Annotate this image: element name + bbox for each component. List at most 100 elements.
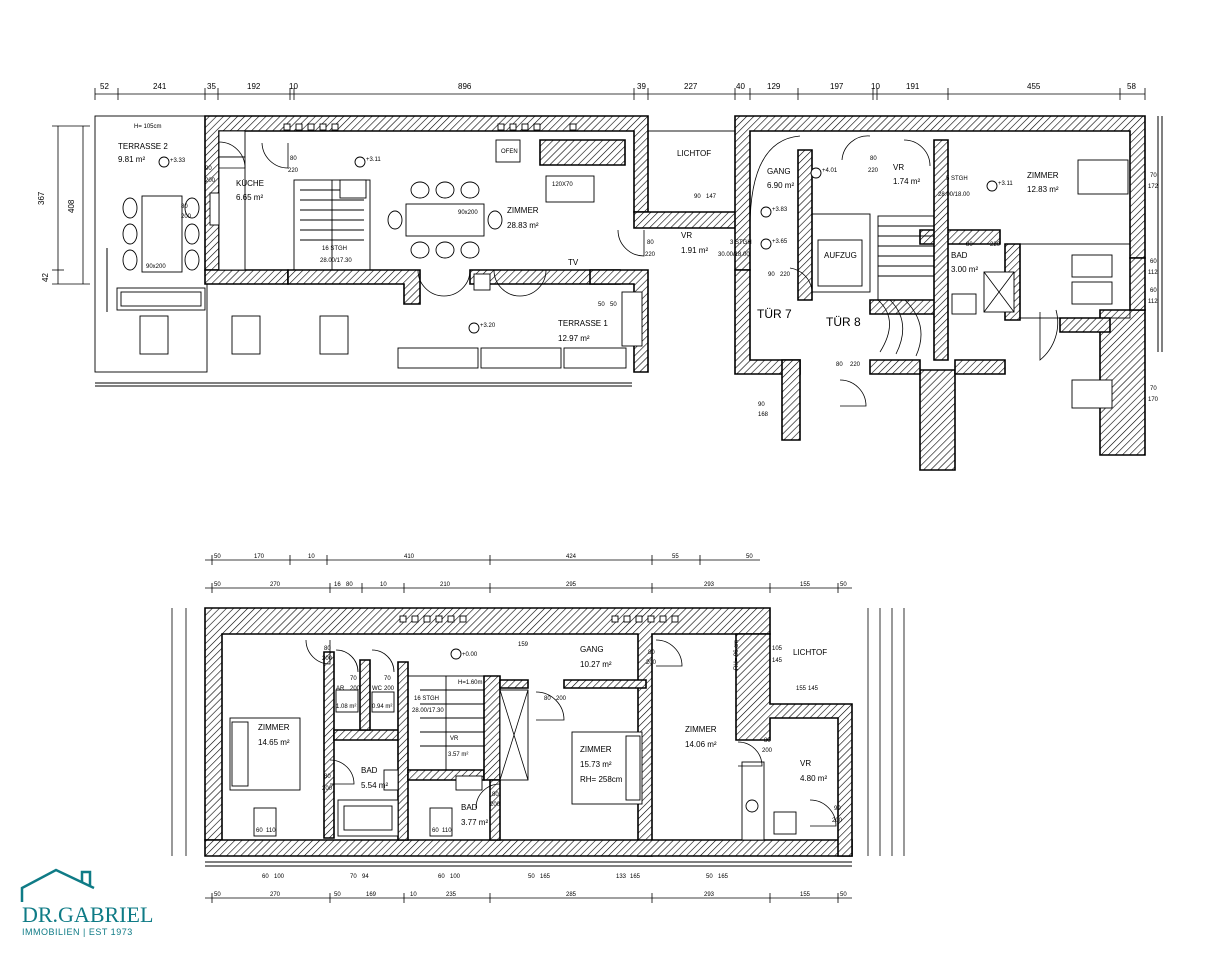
dim-191: 191 bbox=[906, 82, 920, 91]
window-dim-w: 90 bbox=[694, 194, 701, 200]
lower-stair-ratio: 28.00/17.30 bbox=[412, 708, 444, 714]
upper-labels: H= 105cm TERRASSE 2 9.81 m² +3.33 KÜCHE … bbox=[118, 124, 1159, 418]
upper-floor-plan: 52 241 35 192 10 896 39 227 40 129 197 1… bbox=[37, 82, 1163, 471]
tv-label: TV bbox=[568, 258, 579, 267]
upper-top-dimension-chain: 52 241 35 192 10 896 39 227 40 129 197 1… bbox=[94, 82, 1146, 100]
room-gang-name: GANG bbox=[767, 167, 791, 176]
room-gang-area: 6.90 m² bbox=[767, 181, 794, 190]
ldim-b0: 50 bbox=[214, 582, 221, 588]
lwin-2w: 70 bbox=[350, 874, 357, 880]
door-dim-h6: 220 bbox=[990, 242, 1001, 248]
ldoor-1w: 80 bbox=[324, 646, 331, 652]
dim-42: 42 bbox=[41, 273, 50, 282]
level-markers-upper bbox=[158, 156, 998, 334]
lower-room-wc-area: 0.94 m² bbox=[372, 704, 392, 710]
ldim-a5: 55 bbox=[672, 554, 679, 560]
main-staircase bbox=[877, 215, 935, 357]
door-dim-h8: 168 bbox=[758, 412, 769, 418]
ldim-a6: 50 bbox=[746, 554, 753, 560]
lower-room-zimmer-1-area: 14.65 m² bbox=[258, 738, 290, 747]
lower-room-zimmer-2-area: 15.73 m² bbox=[580, 760, 612, 769]
dim-40: 40 bbox=[736, 82, 745, 91]
room-kueche-name: KÜCHE bbox=[236, 179, 264, 188]
window-dim-1w: 70 bbox=[1150, 173, 1157, 179]
dim-10b: 10 bbox=[871, 82, 880, 91]
lwin-8h: 110 bbox=[442, 828, 452, 834]
terrace-dim-80: 80 bbox=[181, 204, 188, 210]
ldoor-8w: 80 bbox=[764, 738, 771, 744]
elevator-car bbox=[817, 239, 863, 287]
lwin-7h: 110 bbox=[266, 828, 276, 834]
ldim-c9: 50 bbox=[840, 892, 847, 898]
stair-a-ratio: 28.00/17.30 bbox=[320, 258, 352, 264]
ldim-155: 155 bbox=[796, 686, 807, 692]
room-vr-1-name: VR bbox=[893, 163, 904, 172]
ldoor-9w: 90 bbox=[834, 806, 841, 812]
room-zimmer-1-area: 28.83 m² bbox=[507, 221, 539, 230]
lwin-1w: 60 bbox=[262, 874, 269, 880]
ldoor-3h: 200 bbox=[384, 686, 395, 692]
stair-b-count: 3 STGH bbox=[730, 240, 752, 246]
door-dim-h3: 220 bbox=[645, 252, 656, 258]
lwin-5h: 165 bbox=[630, 874, 641, 880]
upper-doors bbox=[218, 135, 1059, 407]
lower-room-bad-1-name: BAD bbox=[361, 766, 378, 775]
lower-room-bad-2-area: 3.77 m² bbox=[461, 818, 488, 827]
elevator-shaft bbox=[811, 213, 871, 293]
ldim-c1: 270 bbox=[270, 892, 281, 898]
ldoor-7h: 200 bbox=[646, 660, 657, 666]
window-dim-4h: 170 bbox=[1148, 397, 1159, 403]
ldoor-1h: 200 bbox=[322, 656, 333, 662]
logo-brand-text: DR.GABRIEL bbox=[22, 902, 154, 927]
room-zimmer-2-name: ZIMMER bbox=[1027, 171, 1059, 180]
lower-level-000: +0.00 bbox=[462, 652, 478, 658]
lower-walls bbox=[204, 607, 853, 857]
level-320: +3.20 bbox=[480, 323, 496, 329]
ldim-c3: 169 bbox=[366, 892, 377, 898]
dim-408: 408 bbox=[67, 199, 76, 213]
stair-c-ratio: 28.00/18.00 bbox=[938, 192, 970, 198]
dim-58: 58 bbox=[1127, 82, 1136, 91]
upper-bath-sink bbox=[951, 293, 977, 315]
room-kueche-area: 6.65 m² bbox=[236, 193, 263, 202]
door-dim-w7: 80 bbox=[836, 362, 843, 368]
lower-room-wc-name: WC bbox=[372, 686, 383, 692]
lower-room-zimmer-3-area: 14.06 m² bbox=[685, 740, 717, 749]
window-dim-3h: 112 bbox=[1148, 299, 1158, 305]
lower-stair-count: 16 STGH bbox=[414, 696, 439, 702]
lwin-2h: 94 bbox=[362, 874, 369, 880]
upper-staircase bbox=[293, 179, 371, 271]
room-terrasse-1-name: TERRASSE 1 bbox=[558, 319, 608, 328]
ldoor-7w: 80 bbox=[648, 650, 655, 656]
house-roof-icon bbox=[20, 868, 95, 902]
lwin-6w: 50 bbox=[706, 874, 713, 880]
window-dim-2w: 60 bbox=[1150, 259, 1157, 265]
ldoor-6h: 200 bbox=[490, 802, 501, 808]
ldim-c4: 10 bbox=[410, 892, 417, 898]
dim-39: 39 bbox=[637, 82, 646, 91]
ldim-b7: 293 bbox=[704, 582, 715, 588]
stair-b-ratio: 30.00/18.00 bbox=[718, 252, 750, 258]
lower-room-bad-1-area: 5.54 m² bbox=[361, 781, 388, 790]
door-dim-w8: 90 bbox=[758, 402, 765, 408]
lwin-4h: 165 bbox=[540, 874, 551, 880]
room-zimmer-2-area: 12.83 m² bbox=[1027, 185, 1059, 194]
lower-top-dimension-chains: 50 170 10 410 424 55 50 50 270 16 80 10 … bbox=[205, 554, 852, 903]
lower-furniture bbox=[205, 689, 852, 867]
lower-side-dimensions bbox=[171, 608, 905, 856]
room-vr-2-name: VR bbox=[681, 231, 692, 240]
ldim-145b: 145 bbox=[808, 686, 819, 692]
lower-labels: +0.00 H=1.60m ZIMMER 14.65 m² AR 1.08 m²… bbox=[256, 640, 843, 880]
door-dim-w6: 80 bbox=[966, 242, 973, 248]
dim-10: 10 bbox=[289, 82, 298, 91]
level-401: +4.01 bbox=[822, 168, 838, 174]
bed-size-label: 90x200 bbox=[458, 210, 478, 216]
lwin-8w: 60 bbox=[432, 828, 439, 834]
dim-367: 367 bbox=[37, 191, 46, 205]
room-terrasse-2-area: 9.81 m² bbox=[118, 155, 145, 164]
ldim-c2: 50 bbox=[334, 892, 341, 898]
lwin-1h: 100 bbox=[274, 874, 285, 880]
lower-room-gang-area: 10.27 m² bbox=[580, 660, 612, 669]
room-lichtof-name: LICHTOF bbox=[677, 149, 711, 158]
kitchen-counter bbox=[218, 156, 246, 271]
